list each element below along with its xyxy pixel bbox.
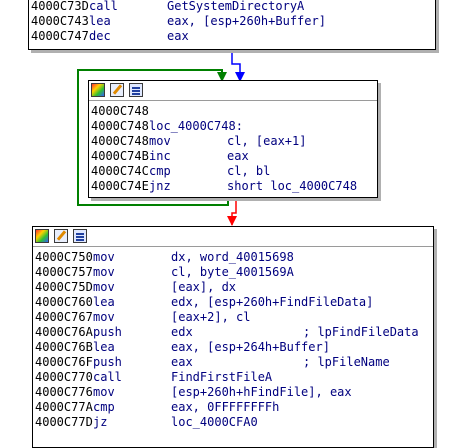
mnemonic: mov — [93, 385, 115, 399]
mnemonic: loc_4000C748: — [149, 119, 243, 133]
operand: eax, 0FFFFFFFFh — [171, 400, 280, 414]
operand: cl, bl — [227, 164, 271, 178]
mnemonic: call — [89, 0, 118, 13]
address: 4000C770 — [35, 370, 93, 384]
colors-icon[interactable] — [91, 83, 105, 97]
mnemonic: lea — [93, 340, 115, 354]
operand: FindFirstFileA — [171, 370, 273, 384]
comment: ; lpFileName — [303, 355, 390, 369]
address: 4000C760 — [35, 295, 93, 309]
operand: eax — [167, 29, 189, 43]
address: 4000C750 — [35, 250, 93, 264]
operand: loc_4000CFA0 — [171, 415, 258, 429]
edit-icon[interactable] — [110, 83, 124, 97]
mnemonic: jnz — [149, 179, 171, 193]
address: 4000C73D — [31, 0, 89, 13]
comment: ; lpFindFileData — [303, 325, 419, 339]
mnemonic: mov — [149, 134, 171, 148]
graph-icon[interactable] — [73, 229, 87, 243]
address: 4000C74E — [91, 179, 149, 193]
address: 4000C748 — [91, 134, 149, 148]
mnemonic: mov — [93, 250, 115, 264]
operand: edx, [esp+260h+FindFileData] — [171, 295, 374, 309]
graph-icon[interactable] — [129, 83, 143, 97]
address: 4000C77A — [35, 400, 93, 414]
address: 4000C748 — [91, 119, 149, 133]
address: 4000C77D — [35, 415, 93, 429]
edge-red-arrow — [227, 216, 237, 226]
edge-green — [77, 69, 229, 206]
edit-icon[interactable] — [54, 229, 68, 243]
address: 4000C757 — [35, 265, 93, 279]
operand: eax — [171, 355, 193, 369]
mnemonic: call — [93, 370, 122, 384]
operand: [esp+260h+hFindFile], eax — [171, 385, 352, 399]
colors-icon[interactable] — [35, 229, 49, 243]
block-toolbar — [33, 227, 433, 247]
mnemonic: dec — [89, 29, 111, 43]
block-toolbar — [89, 81, 377, 101]
mnemonic: jz — [93, 415, 108, 429]
address: 4000C75D — [35, 280, 93, 294]
mnemonic: lea — [89, 14, 111, 28]
address: 4000C743 — [31, 14, 89, 28]
address: 4000C767 — [35, 310, 93, 324]
edge-blue-arrow — [235, 72, 245, 82]
mnemonic: mov — [93, 310, 115, 324]
mnemonic: lea — [93, 295, 115, 309]
mnemonic: cmp — [149, 164, 171, 178]
address: 4000C748 — [91, 104, 149, 118]
address: 4000C74C — [91, 164, 149, 178]
code-line[interactable]: 4000C748 — [89, 104, 377, 119]
operand: short loc_4000C748 — [227, 179, 358, 193]
mnemonic: mov — [93, 265, 115, 279]
operand: eax, [esp+264h+Buffer] — [171, 340, 330, 354]
address: 4000C747 — [31, 29, 89, 43]
mnemonic: mov — [93, 280, 115, 294]
operand: dx, word_40015698 — [171, 250, 294, 264]
address: 4000C76B — [35, 340, 93, 354]
mnemonic: push — [93, 355, 122, 369]
mnemonic: inc — [149, 149, 171, 163]
operand: cl, [eax+1] — [227, 134, 307, 148]
mnemonic: push — [93, 325, 122, 339]
operand: edx — [171, 325, 193, 339]
operand: eax, [esp+260h+Buffer] — [167, 14, 326, 28]
mnemonic: cmp — [93, 400, 115, 414]
address: 4000C76A — [35, 325, 93, 339]
address: 4000C76F — [35, 355, 93, 369]
address: 4000C776 — [35, 385, 93, 399]
address: 4000C74B — [91, 149, 149, 163]
operand: cl, byte_4001569A — [171, 265, 294, 279]
operand: [eax], dx — [171, 280, 237, 294]
operand: [eax+2], cl — [171, 310, 251, 324]
operand: eax — [227, 149, 249, 163]
edge-green-arrow — [217, 72, 227, 82]
operand: GetSystemDirectoryA — [167, 0, 305, 13]
